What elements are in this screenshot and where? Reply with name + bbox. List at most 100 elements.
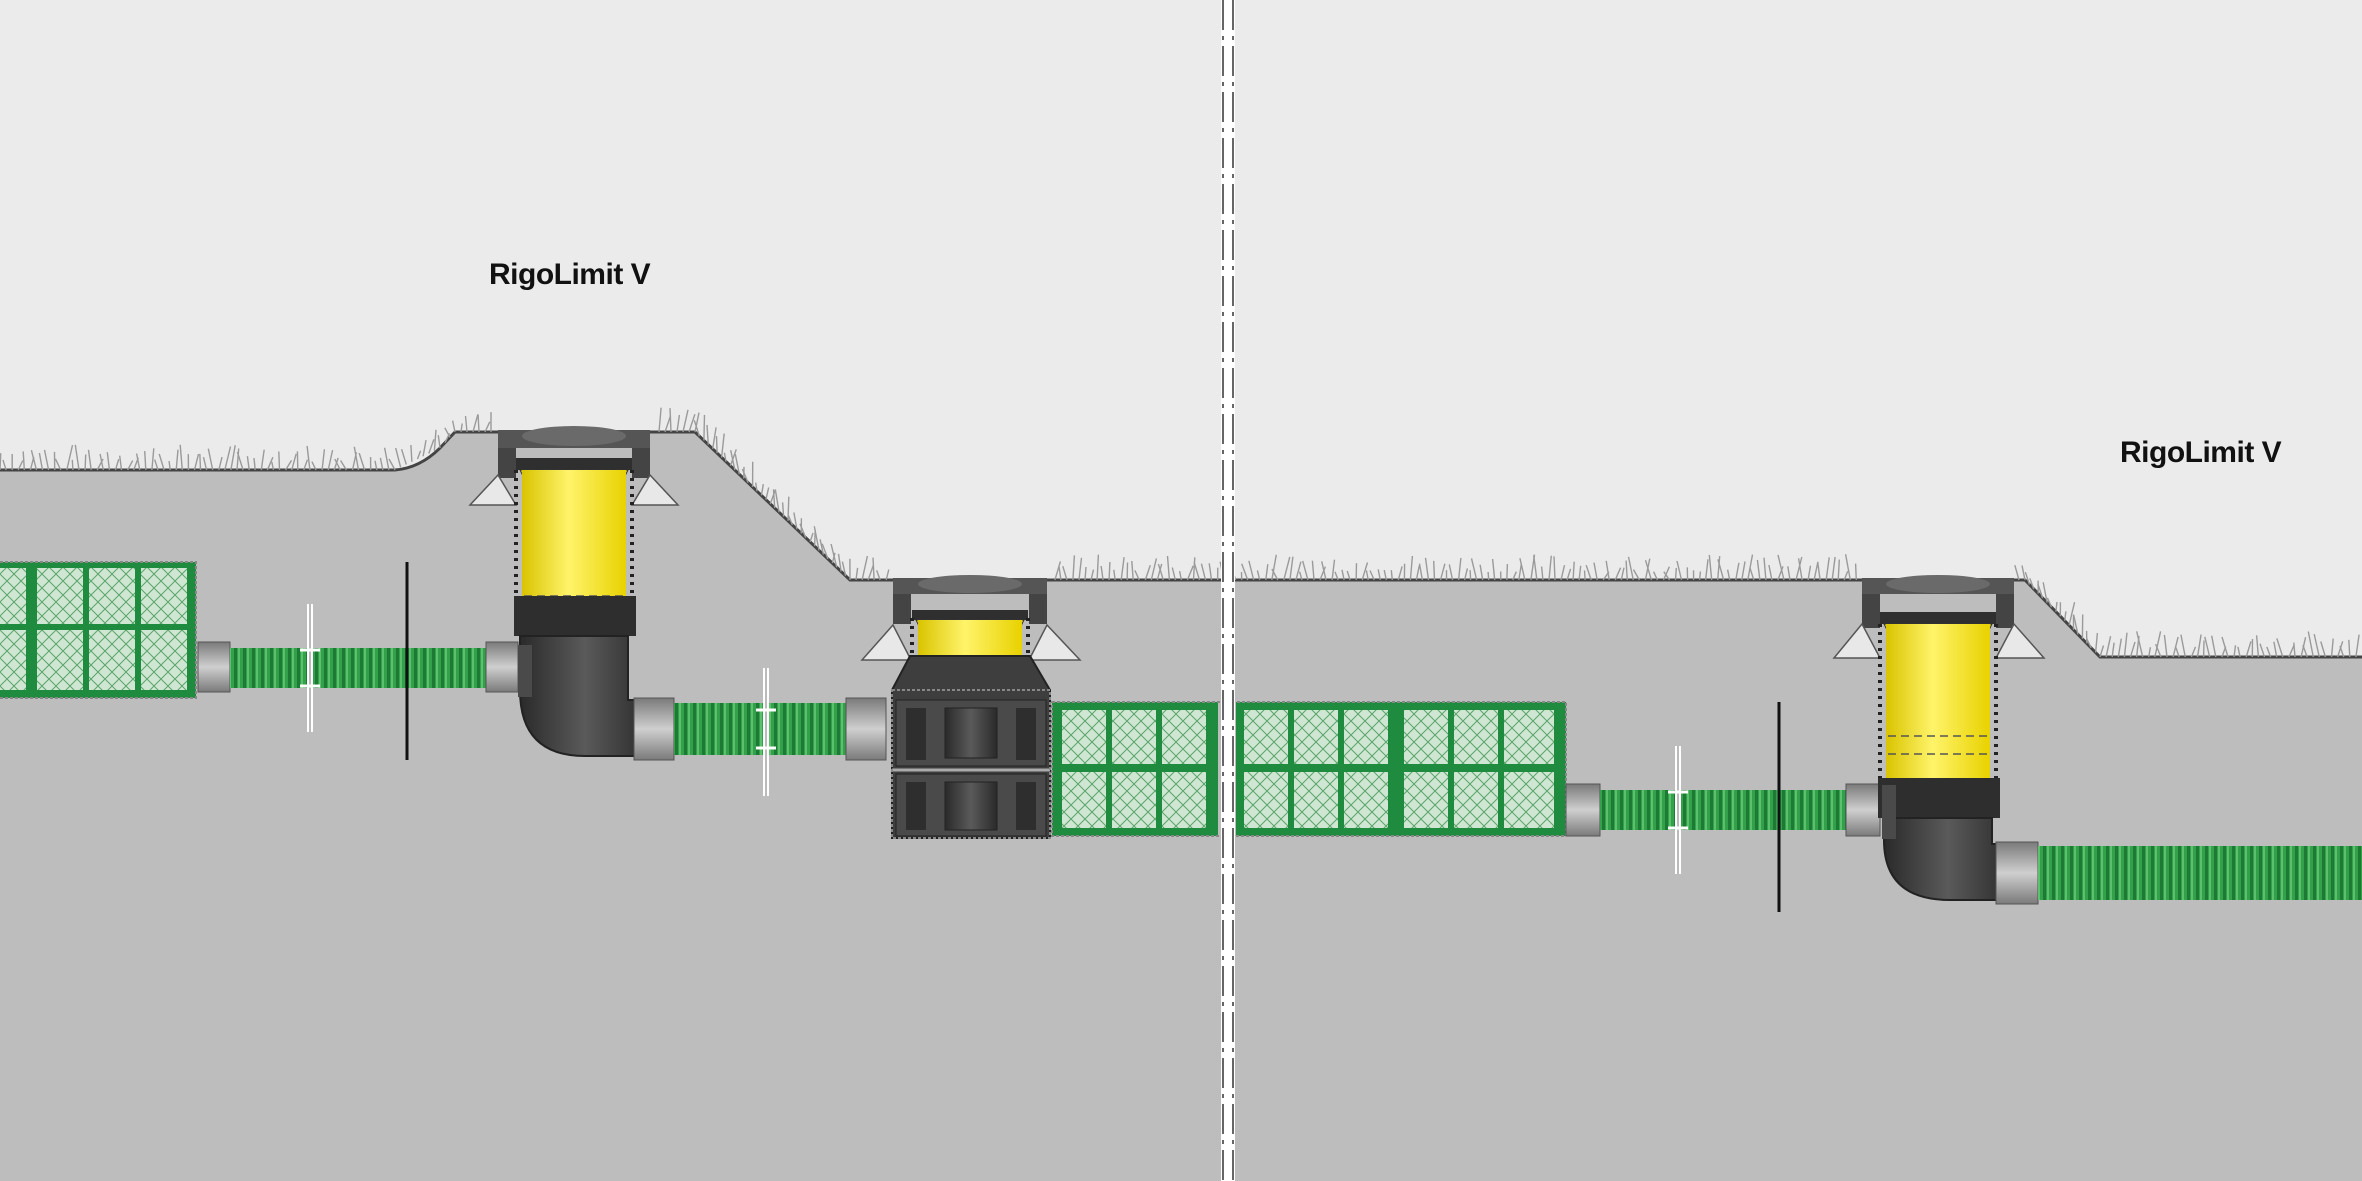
grass-blade — [135, 453, 141, 471]
grass-blade — [1448, 564, 1454, 581]
grass-blade — [1487, 571, 1490, 581]
grass-blade — [1566, 568, 1572, 581]
grass-blade — [0, 453, 2, 471]
grass-blade — [1369, 570, 1375, 581]
grass-blade — [1283, 556, 1291, 581]
grass-blade — [2154, 643, 2162, 658]
grass-blade — [395, 447, 402, 468]
grass-blade — [66, 444, 74, 471]
grass-blade — [2237, 646, 2241, 658]
grass-blade — [2129, 641, 2136, 658]
grass-blade — [1166, 555, 1171, 581]
drain-pipe-3 — [1565, 783, 1881, 837]
grass-blade — [2123, 632, 2128, 658]
grass-blade — [1540, 566, 1544, 581]
grass-blade — [1186, 565, 1194, 581]
grass-blade — [755, 482, 758, 492]
grass-blade — [1717, 559, 1725, 581]
grass-blade — [1289, 556, 1294, 581]
grass-blade — [1768, 564, 1773, 581]
grass-blade — [193, 453, 200, 471]
grass-blade — [1797, 558, 1803, 581]
grass-blade — [1157, 563, 1164, 581]
grass-blade — [2136, 631, 2144, 658]
grass-blade — [1605, 560, 1610, 581]
grass-blade — [1787, 566, 1791, 581]
grass-blade — [230, 445, 236, 471]
grass-blade — [1491, 558, 1496, 581]
grass-blade — [1676, 560, 1683, 581]
rigolimit-label-left: RigoLimit V — [489, 258, 651, 291]
grass-blade — [1708, 554, 1713, 581]
grass-blade — [2064, 611, 2067, 621]
grass-blade — [1662, 566, 1671, 581]
grass-blade — [168, 461, 171, 471]
grass-blade — [676, 414, 681, 433]
grass-blade — [224, 446, 232, 471]
grass-blade — [688, 413, 696, 433]
grass-blade — [1807, 565, 1812, 581]
grass-blade — [1585, 564, 1592, 581]
grass-blade — [787, 515, 794, 526]
grass-blade — [266, 456, 274, 471]
grass-blade — [2163, 634, 2168, 658]
grass-blade — [218, 456, 223, 471]
grass-blade — [54, 458, 62, 471]
central-control-chamber — [860, 575, 1082, 839]
grass-blade — [1156, 563, 1163, 581]
grass-blade — [2014, 565, 2020, 581]
grass-blade — [437, 435, 441, 449]
grass-blade — [1756, 559, 1761, 581]
grass-blade — [1144, 564, 1151, 581]
grass-blade — [410, 445, 413, 462]
pipe-marker-3 — [1668, 746, 1688, 874]
grass-blade — [1178, 570, 1183, 581]
grass-blade — [669, 408, 672, 433]
grass-blade — [311, 461, 317, 471]
grass-blade — [819, 539, 825, 555]
grass-blade — [2320, 641, 2327, 658]
grass-blade — [830, 543, 838, 568]
grass-blade — [374, 460, 378, 471]
grass-blade — [1614, 567, 1622, 581]
grass-blade — [715, 436, 718, 454]
grass-blade — [734, 453, 740, 475]
grass-blade — [1843, 570, 1849, 581]
grass-blade — [179, 444, 183, 471]
rigolimit-shaft-right — [1832, 575, 2046, 901]
grass-blade — [799, 523, 807, 538]
grass-blade — [1644, 559, 1653, 581]
grass-blade — [1625, 560, 1628, 581]
grass-blade — [760, 483, 764, 496]
grass-blade — [444, 427, 451, 438]
grass-blade — [774, 489, 780, 513]
infiltration-crate-left — [0, 561, 197, 699]
grass-blade — [2293, 642, 2296, 658]
grass-blade — [787, 496, 790, 521]
grass-blade — [1100, 565, 1104, 581]
grass-blade — [1377, 569, 1381, 581]
grass-blade — [278, 451, 281, 471]
grass-blade — [1171, 567, 1177, 581]
grass-blade — [1397, 566, 1403, 581]
grass-blade — [1084, 566, 1087, 581]
grass-blade — [855, 567, 859, 581]
grass-blade — [2046, 597, 2053, 608]
grass-blade — [1777, 566, 1784, 581]
grass-blade — [682, 409, 689, 433]
grass-blade — [2042, 582, 2048, 603]
grass-blade — [1763, 557, 1767, 581]
grass-blade — [96, 458, 104, 471]
grass-blade — [1134, 570, 1140, 581]
grass-blade — [2105, 636, 2112, 658]
grass-blade — [30, 450, 38, 471]
grass-blade — [285, 460, 293, 471]
grass-blade — [2099, 645, 2105, 658]
rigolimit-label-right: RigoLimit V — [2120, 436, 2282, 469]
grass-blade — [769, 490, 776, 505]
grass-blade — [2180, 634, 2186, 658]
grass-blade — [38, 452, 44, 471]
drain-pipe-1 — [197, 641, 519, 693]
grass-blade — [1519, 558, 1526, 581]
